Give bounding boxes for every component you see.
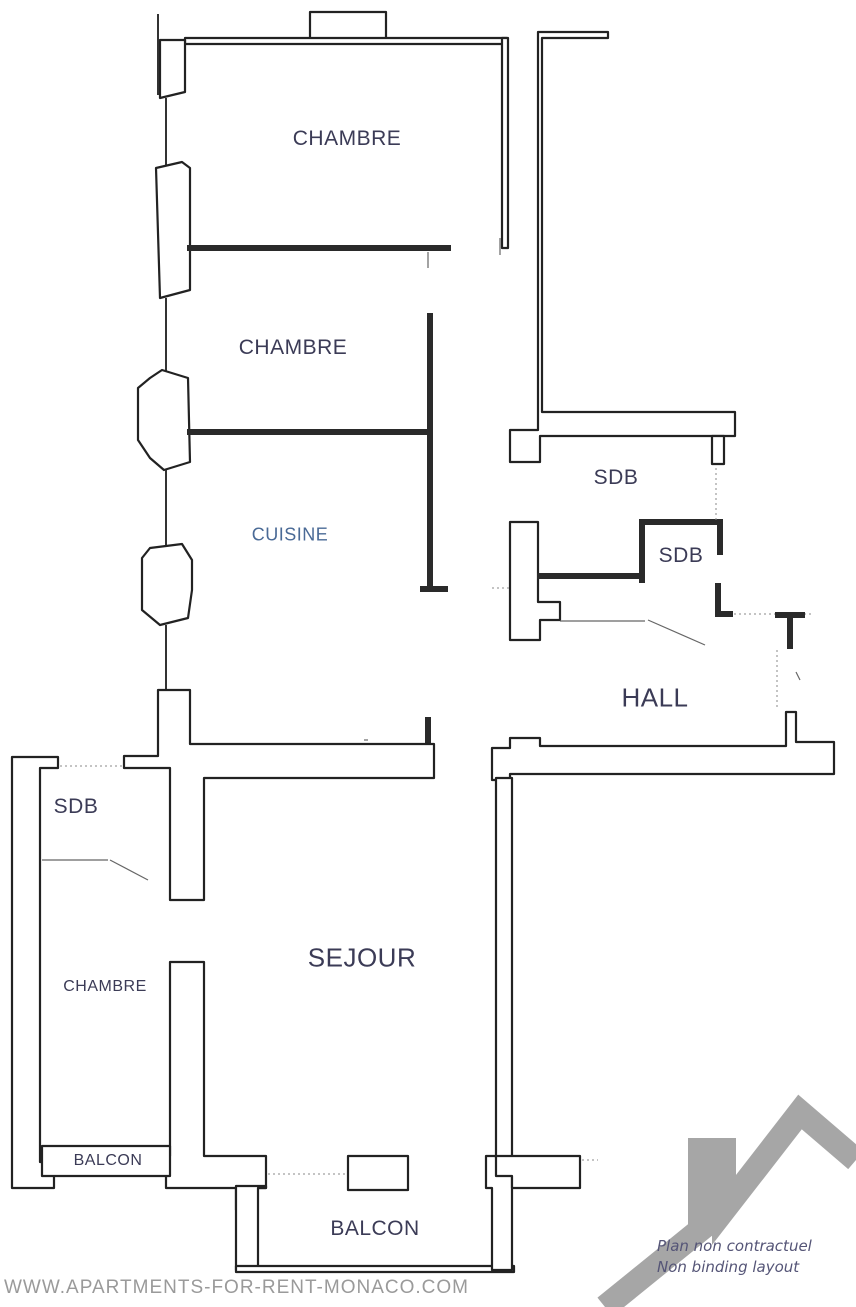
wall-balcon-bottom-left xyxy=(234,1184,268,1272)
label-sejour: SEJOUR xyxy=(307,942,417,973)
balcon-left-rail xyxy=(40,1144,172,1178)
house-logo xyxy=(597,1094,856,1307)
disclaimer-line-1: Plan non contractuel xyxy=(657,1237,812,1255)
label-balcon-left: BALCON xyxy=(73,1152,143,1169)
entry-door-mark xyxy=(795,671,801,681)
partition-small-sdb-right xyxy=(715,583,733,617)
wall-sdb-return xyxy=(710,434,726,466)
label-chambre-top: CHAMBRE xyxy=(292,127,402,150)
disclaimer: Plan non contractuel Non binding layout xyxy=(657,1236,812,1278)
wall-lower-left xyxy=(10,755,60,1190)
entry-post xyxy=(775,612,805,649)
label-balcon-bottom: BALCON xyxy=(330,1217,420,1240)
label-sdb-right: SDB xyxy=(593,466,639,489)
balcon-bottom-floor xyxy=(234,1264,516,1274)
window-pier-2 xyxy=(154,160,192,300)
wall-outer-right xyxy=(508,30,737,464)
label-chambre-left: CHAMBRE xyxy=(63,978,147,995)
disclaimer-line-2: Non binding layout xyxy=(657,1258,800,1276)
label-cuisine: CUISINE xyxy=(251,524,329,545)
wall-middle-right xyxy=(490,710,836,782)
label-chambre-middle: CHAMBRE xyxy=(238,336,348,359)
wall-sdb-left-pier xyxy=(508,520,562,642)
window-pier-3 xyxy=(136,368,192,472)
door-sdb-left-swing xyxy=(109,859,149,881)
window-pier-4 xyxy=(140,542,194,627)
door-sdb-swing xyxy=(647,619,706,646)
wall-top xyxy=(183,36,509,46)
partition-small-sdb xyxy=(639,519,723,583)
label-hall: HALL xyxy=(621,682,689,713)
website-watermark: WWW.APARTMENTS-FOR-RENT-MONACO.COM xyxy=(4,1277,469,1298)
wall-sejour-right xyxy=(494,776,514,1160)
wall-right-upper xyxy=(500,36,510,250)
wall-chambre-sejour xyxy=(164,960,268,1212)
label-sdb-left: SDB xyxy=(53,795,99,818)
label-sdb-small: SDB xyxy=(658,544,704,567)
balcon-bottom-planter xyxy=(346,1154,410,1192)
wall-sejour-right-foot xyxy=(494,1154,582,1190)
wall-middle-left xyxy=(122,688,436,902)
window-pier-1 xyxy=(158,38,187,100)
